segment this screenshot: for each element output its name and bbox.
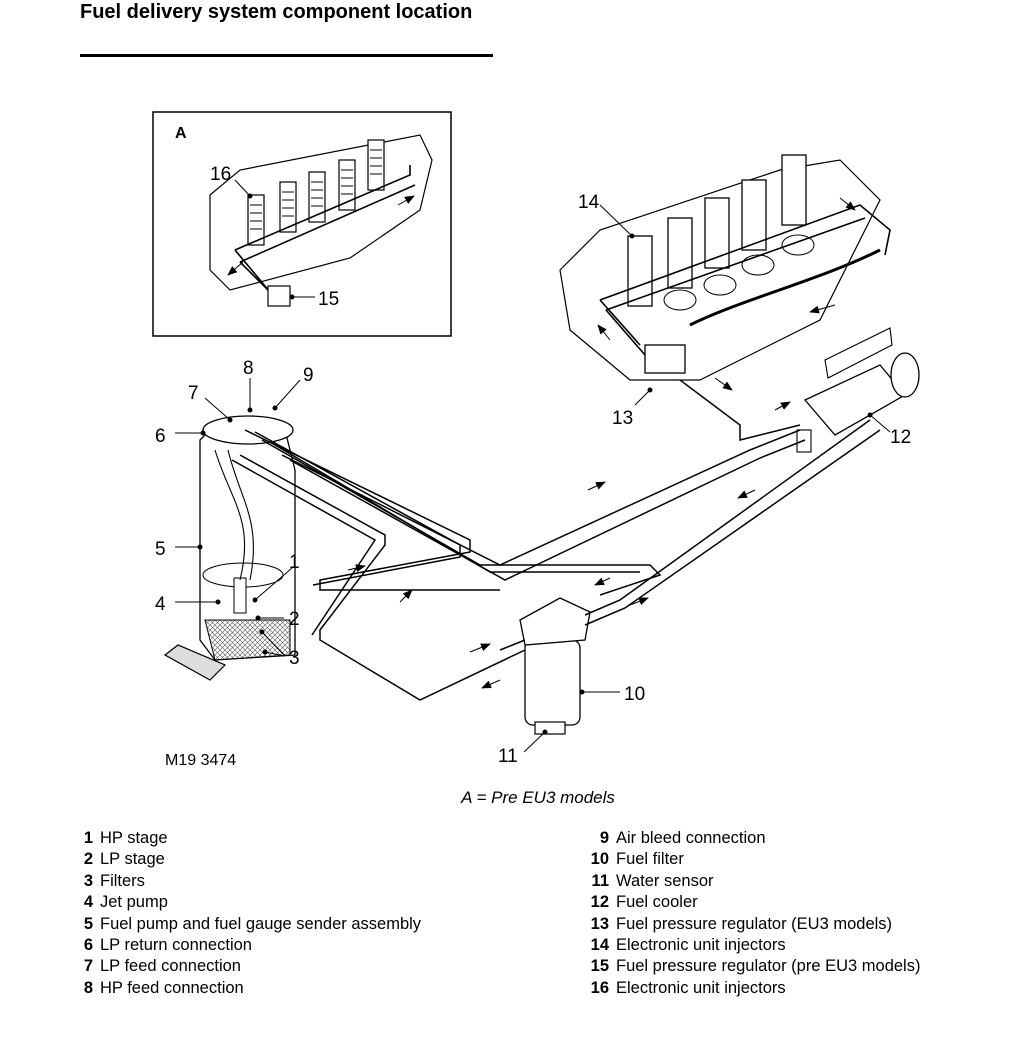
legend-number: 7 bbox=[83, 957, 93, 976]
legend-item: 3 Filters bbox=[62, 871, 421, 892]
legend-number: 8 bbox=[83, 978, 93, 997]
legend-text: Fuel cooler bbox=[616, 893, 698, 912]
figure-caption: A = Pre EU3 models bbox=[461, 788, 615, 807]
legend-number: 1 bbox=[83, 829, 93, 847]
callout-5: 5 bbox=[155, 539, 166, 560]
legend-item: 4 Jet pump bbox=[62, 892, 421, 913]
callout-7: 7 bbox=[188, 383, 199, 404]
figure-code: M19 3474 bbox=[165, 752, 236, 769]
legend-text: LP stage bbox=[100, 850, 165, 869]
legend-number: 11 bbox=[591, 871, 609, 890]
callout-6: 6 bbox=[155, 426, 166, 447]
legend-text: Electronic unit injectors bbox=[616, 978, 786, 997]
legend-item: 6 LP return connection bbox=[62, 935, 421, 956]
legend-text: Filters bbox=[100, 871, 145, 890]
title-underline bbox=[80, 54, 493, 57]
fuel-cooler bbox=[796, 327, 920, 453]
legend-text: LP return connection bbox=[100, 936, 252, 955]
legend-number: 3 bbox=[83, 871, 93, 890]
legend-text: Jet pump bbox=[100, 893, 168, 912]
fuel-filter bbox=[519, 597, 591, 735]
legend-text: Air bleed connection bbox=[616, 829, 766, 847]
legend-number: 5 bbox=[83, 914, 93, 933]
legend-number: 14 bbox=[590, 936, 609, 955]
callout-1: 1 bbox=[289, 552, 300, 573]
legend-item: 10 Fuel filter bbox=[578, 849, 920, 870]
legend-item: 2 LP stage bbox=[62, 849, 421, 870]
fuel-lines bbox=[231, 379, 881, 701]
legend-text: Water sensor bbox=[616, 871, 714, 890]
flow-arrows bbox=[347, 401, 791, 689]
legend-number: 15 bbox=[590, 957, 609, 976]
legend-number: 2 bbox=[83, 850, 93, 869]
inset-pre-eu3: A bbox=[152, 111, 452, 337]
legend-item: 1 HP stage bbox=[62, 828, 421, 849]
legend-item: 11 Water sensor bbox=[578, 871, 920, 892]
legend-text: Fuel pressure regulator (EU3 models) bbox=[616, 914, 893, 933]
legend-item: 7 LP feed connection bbox=[62, 956, 421, 977]
callout-leaders bbox=[175, 179, 891, 753]
callout-10: 10 bbox=[624, 684, 645, 705]
callout-12: 12 bbox=[890, 427, 911, 448]
callout-labels: 16 14 15 8 7 9 6 5 4 1 2 3 10 11 12 13 M… bbox=[155, 164, 911, 769]
callout-8: 8 bbox=[243, 358, 254, 379]
page-title: Fuel delivery system component location bbox=[80, 1, 473, 23]
legend-item: 8 HP feed connection bbox=[62, 978, 421, 999]
legend-number: 10 bbox=[590, 850, 609, 869]
callout-9: 9 bbox=[303, 365, 314, 386]
legend-text: HP feed connection bbox=[100, 978, 244, 997]
legend-number: 9 bbox=[599, 829, 609, 847]
callout-13: 13 bbox=[612, 408, 633, 429]
callout-16: 16 bbox=[210, 164, 231, 185]
legend-item: 16 Electronic unit injectors bbox=[578, 978, 920, 999]
legend-item: 12 Fuel cooler bbox=[578, 892, 920, 913]
callout-2: 2 bbox=[289, 609, 300, 630]
fuel-pump-assembly bbox=[163, 415, 296, 681]
legend-item: 14 Electronic unit injectors bbox=[578, 935, 920, 956]
callout-11: 11 bbox=[498, 746, 518, 767]
legend-item: 13 Fuel pressure regulator (EU3 models) bbox=[578, 914, 920, 935]
callout-14: 14 bbox=[578, 192, 600, 213]
legend-text: LP feed connection bbox=[100, 957, 241, 976]
legend-number: 6 bbox=[83, 936, 93, 955]
engine-head-eu3 bbox=[559, 154, 891, 391]
callout-15: 15 bbox=[318, 289, 339, 310]
callout-4: 4 bbox=[155, 594, 166, 615]
legend-text: Fuel pump and fuel gauge sender assembly bbox=[100, 914, 422, 933]
legend-item: 5 Fuel pump and fuel gauge sender assembl… bbox=[62, 914, 421, 935]
legend-text: Fuel pressure regulator (pre EU3 models) bbox=[616, 957, 921, 976]
inset-label: A bbox=[175, 125, 187, 142]
legend-column-left: 1 HP stage 2 LP stage 3 Filters 4 Jet pump 5 Fuel… bbox=[62, 828, 421, 999]
legend-item: 15 Fuel pressure regulator (pre EU3 model… bbox=[578, 956, 921, 977]
legend-number: 13 bbox=[590, 914, 609, 933]
legend-column-right: 9 Air bleed connection 10 Fuel filter 11 Wate… bbox=[578, 828, 921, 999]
legend-text: Electronic unit injectors bbox=[616, 936, 786, 955]
legend-text: HP stage bbox=[100, 829, 168, 847]
legend-item: 9 Air bleed connection bbox=[578, 828, 920, 849]
legend-number: 12 bbox=[590, 893, 609, 912]
legend-text: Fuel filter bbox=[616, 850, 684, 869]
legend-number: 4 bbox=[83, 893, 93, 912]
legend-number: 16 bbox=[590, 978, 609, 997]
callout-3: 3 bbox=[289, 648, 300, 669]
